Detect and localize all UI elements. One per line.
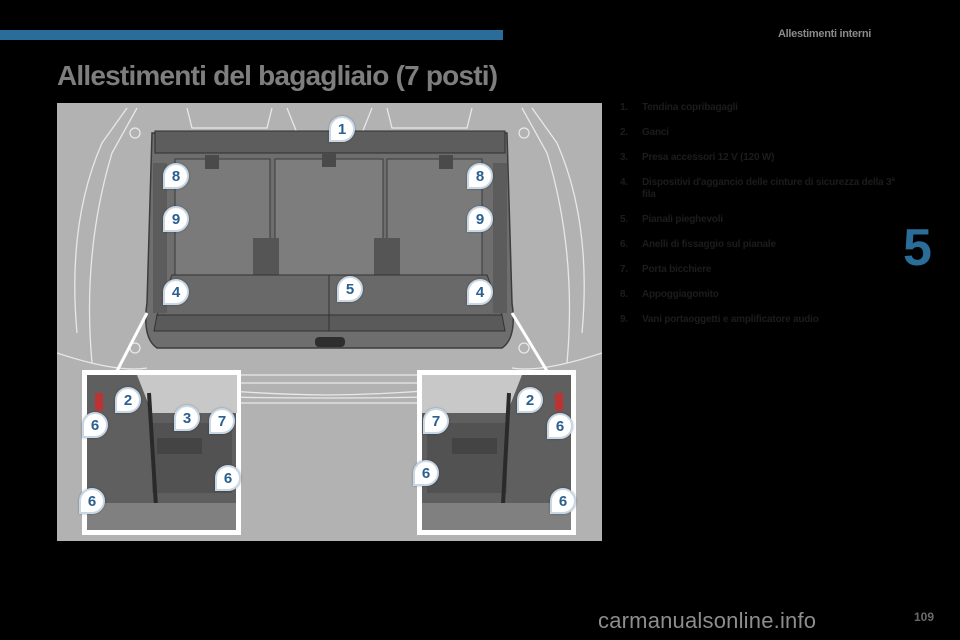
legend-item-5: 5. Pianali pieghevoli	[620, 214, 900, 226]
callout-badge-2: 2	[115, 387, 141, 413]
legend-number: 9.	[620, 314, 628, 325]
legend-number: 2.	[620, 127, 628, 138]
callout-badge-8: 8	[467, 163, 493, 189]
callout-badge-6: 6	[215, 465, 241, 491]
legend-text: Pianali pieghevoli	[642, 214, 723, 225]
legend-text: Appoggiagomito	[642, 289, 719, 300]
legend-text: Porta bicchiere	[642, 264, 712, 275]
callout-badge-6: 6	[79, 488, 105, 514]
callout-badge-4: 4	[467, 279, 493, 305]
legend-item-2: 2. Ganci	[620, 127, 900, 139]
trunk-drawing	[57, 107, 602, 535]
callout-badge-6: 6	[413, 460, 439, 486]
legend-item-3: 3. Presa accessori 12 V (120 W)	[620, 152, 900, 164]
legend-text: Dispositivi d'aggancio delle cinture di …	[642, 177, 895, 200]
legend-text: Presa accessori 12 V (120 W)	[642, 152, 775, 163]
watermark: carmanualsonline.info	[598, 608, 817, 633]
legend-text: Tendina copribagagli	[642, 102, 738, 113]
callout-badge-5: 5	[337, 276, 363, 302]
callout-badge-3: 3	[174, 405, 200, 431]
legend-number: 4.	[620, 177, 628, 188]
legend-text: Anelli di fissaggio sul pianale	[642, 239, 776, 250]
callout-badge-9: 9	[163, 206, 189, 232]
legend-item-8: 8. Appoggiagomito	[620, 289, 900, 301]
legend-item-4: 4. Dispositivi d'aggancio delle cinture …	[620, 177, 900, 201]
legend-item-1: 1. Tendina copribagagli	[620, 102, 900, 114]
legend-number: 8.	[620, 289, 628, 300]
page-title: Allestimenti del bagagliaio (7 posti)	[57, 60, 498, 91]
legend-number: 7.	[620, 264, 628, 275]
chapter-number: 5	[903, 219, 932, 277]
legend-text: Vani portaoggetti e amplificatore audio	[642, 314, 819, 325]
legend-number: 1.	[620, 102, 628, 113]
legend-text: Ganci	[642, 127, 669, 138]
callout-badge-4: 4	[163, 279, 189, 305]
callout-badge-8: 8	[163, 163, 189, 189]
legend-number: 3.	[620, 152, 628, 163]
callout-badge-9: 9	[467, 206, 493, 232]
callout-badge-2: 2	[517, 387, 543, 413]
header-accent-bar	[0, 30, 503, 40]
legend-item-6: 6. Anelli di fissaggio sul pianale	[620, 239, 900, 251]
legend-item-9: 9. Vani portaoggetti e amplificatore aud…	[620, 314, 900, 326]
callout-badge-6: 6	[547, 413, 573, 439]
legend-item-7: 7. Porta bicchiere	[620, 264, 900, 276]
callout-badge-6: 6	[82, 412, 108, 438]
callout-badge-6: 6	[550, 488, 576, 514]
callout-badge-7: 7	[209, 408, 235, 434]
callout-badge-7: 7	[423, 408, 449, 434]
legend-list: 1. Tendina copribagagli 2. Ganci 3. Pres…	[620, 102, 900, 326]
page-number: 109	[914, 610, 935, 624]
callout-badge-1: 1	[329, 116, 355, 142]
legend-number: 6.	[620, 239, 628, 250]
section-title: Allestimenti interni	[778, 28, 872, 40]
legend-number: 5.	[620, 214, 628, 225]
